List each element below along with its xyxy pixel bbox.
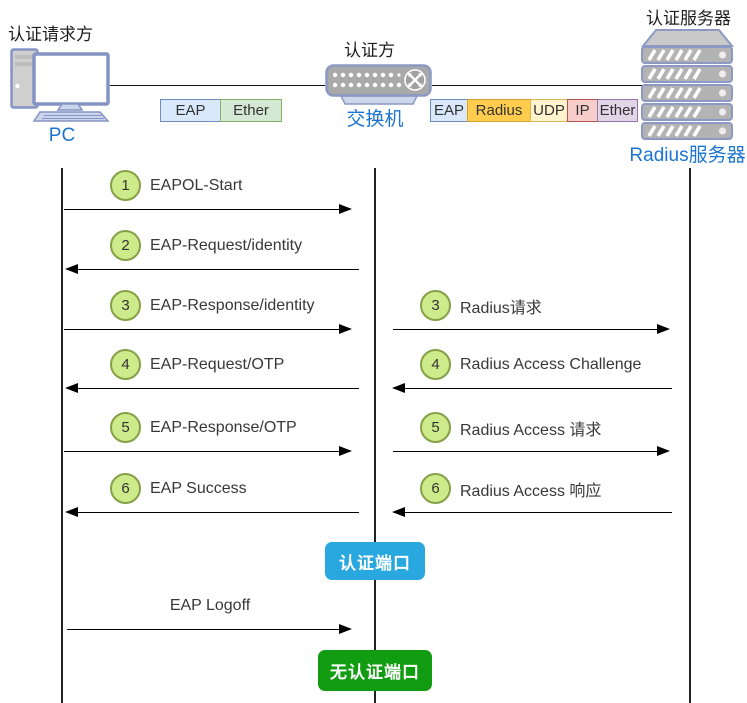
- arrow-right-icon: [64, 324, 352, 334]
- message-label: Radius请求: [460, 299, 542, 317]
- link-line-pc-switch: [110, 85, 325, 86]
- message-eap-response-otp: 5 EAP-Response/OTP: [62, 412, 362, 460]
- message-eap-request-otp: 4 EAP-Request/OTP: [62, 349, 362, 397]
- step-badge: 6: [420, 473, 451, 504]
- step-badge: 5: [420, 412, 451, 443]
- auth-port-badge: 认证端口: [325, 542, 425, 580]
- arrow-right-icon: [393, 446, 670, 456]
- step-badge: 1: [110, 170, 141, 201]
- step-badge: 4: [110, 349, 141, 380]
- message-label: Radius Access 请求: [460, 421, 602, 439]
- step-badge: 4: [420, 349, 451, 380]
- arrow-right-icon: [64, 446, 352, 456]
- no-auth-port-badge: 无认证端口: [318, 650, 432, 691]
- arrow-right-icon: [64, 204, 352, 214]
- arrow-left-icon: [392, 383, 672, 393]
- authenticator-role-label: 认证方: [344, 41, 395, 60]
- message-eap-response-identity: 3 EAP-Response/identity: [62, 290, 362, 338]
- arrow-right-icon: [67, 624, 352, 634]
- requester-name-label: PC: [48, 125, 76, 146]
- step-badge: 6: [110, 473, 141, 504]
- link-line-switch-server: [432, 85, 642, 86]
- server-icon: [640, 29, 735, 140]
- pc-icon: [10, 48, 110, 122]
- message-label: Radius Access 响应: [460, 482, 602, 500]
- message-radius-access-request: 5 Radius Access 请求: [391, 412, 672, 460]
- server-role-label: 认证服务器: [646, 9, 731, 28]
- message-eap-success: 6 EAP Success: [62, 473, 362, 521]
- switch-icon: [325, 64, 432, 105]
- message-label: EAP-Response/OTP: [150, 418, 297, 436]
- authenticator-name-label: 交换机: [346, 109, 404, 130]
- lifeline-pc: [61, 168, 63, 703]
- arrow-left-icon: [65, 383, 359, 393]
- protocol-box-eap-left: EAP: [160, 99, 221, 122]
- message-label: EAP Logoff: [169, 597, 251, 614]
- message-label: EAPOL-Start: [150, 176, 243, 194]
- message-eap-logoff: EAP Logoff: [62, 590, 358, 638]
- step-badge: 3: [420, 290, 451, 321]
- message-label: EAP-Request/OTP: [150, 355, 285, 373]
- arrow-left-icon: [65, 507, 359, 517]
- lifeline-switch: [374, 168, 376, 703]
- arrow-left-icon: [392, 507, 672, 517]
- protocol-box-ether-right: Ether: [597, 99, 638, 122]
- arrow-right-icon: [393, 324, 670, 334]
- message-label: EAP-Response/identity: [150, 296, 315, 314]
- protocol-box-radius: Radius: [467, 99, 531, 122]
- protocol-box-ether-left: Ether: [220, 99, 282, 122]
- protocol-box-udp: UDP: [530, 99, 568, 122]
- message-radius-request: 3 Radius请求: [391, 290, 672, 338]
- step-badge: 2: [110, 230, 141, 261]
- message-eapol-start: 1 EAPOL-Start: [62, 170, 362, 218]
- lifeline-server: [689, 168, 691, 703]
- requester-role-label: 认证请求方: [8, 25, 93, 44]
- arrow-left-icon: [65, 264, 359, 274]
- protocol-box-eap-right: EAP: [430, 99, 468, 122]
- message-radius-access-challenge: 4 Radius Access Challenge: [391, 349, 672, 397]
- server-name-label: Radius服务器: [629, 145, 746, 166]
- message-label: EAP-Request/identity: [150, 236, 303, 254]
- step-badge: 3: [110, 290, 141, 321]
- message-label: EAP Success: [150, 479, 247, 497]
- message-label: Radius Access Challenge: [460, 355, 642, 373]
- step-badge: 5: [110, 412, 141, 443]
- protocol-box-ip: IP: [567, 99, 598, 122]
- message-eap-request-identity: 2 EAP-Request/identity: [62, 230, 362, 278]
- message-radius-access-response: 6 Radius Access 响应: [391, 473, 672, 521]
